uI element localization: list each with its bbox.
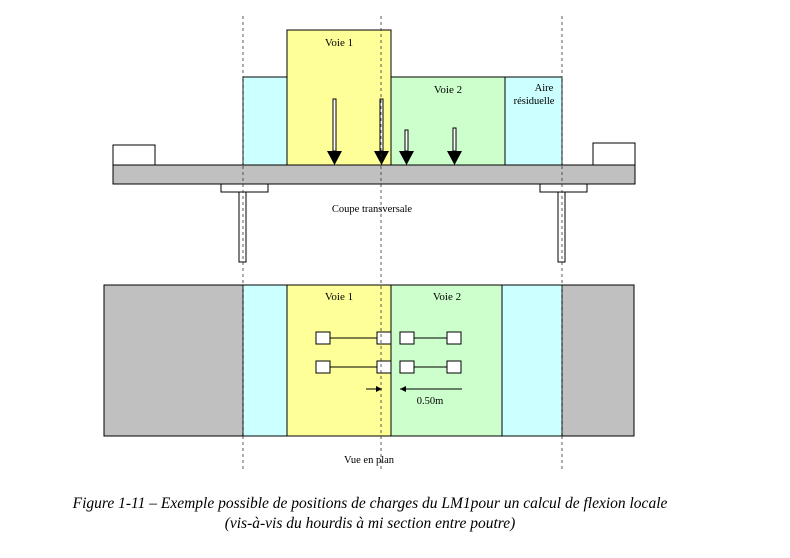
plan-lane-1 [286,284,392,437]
residual-area-label-line2: résiduelle [514,96,555,107]
load-arrow-3 [399,129,414,165]
figure-caption-line2: (vis-à-vis du hourdis à mi section entre… [224,515,516,532]
deck-slab [112,164,636,185]
plan-deck-left [103,284,244,437]
left-curb [112,144,156,166]
plan-view: Voie 1 Voie 2 0.50m Vue en p [103,284,635,466]
reference-lines [242,16,563,472]
wheel-footprint [399,331,415,345]
right-column [557,191,566,263]
section-lane-2-label: Voie 2 [434,84,462,96]
plan-deck-right [561,284,635,437]
wheel-footprint [376,331,392,345]
wheel-footprint [446,331,462,345]
plan-lane-2-label: Voie 2 [433,291,461,303]
cross-section-title: Coupe transversale [332,204,413,215]
section-lane-1-label: Voie 1 [325,37,353,49]
plan-residual-right [501,284,563,437]
section-lane-2 [390,76,506,166]
section-lane-1 [286,29,392,166]
dimension-0-50m [366,386,462,392]
section-residual-right [504,76,563,166]
lane-1-tandem [315,331,392,374]
section-residual-left [242,76,288,166]
right-curb [592,142,636,166]
wheel-footprint [315,360,331,374]
wheel-footprint [315,331,331,345]
right-bearing-plate [539,183,588,193]
load-arrow-1 [327,98,342,165]
dimension-label: 0.50m [417,396,444,407]
lane-2-tandem [399,331,462,374]
plan-residual-left [242,284,288,437]
load-arrow-4 [447,127,462,165]
wheel-footprint [399,360,415,374]
figure-caption-line1: Figure 1-11 – Exemple possible de positi… [72,495,668,512]
left-bearing-plate [220,183,269,193]
wheel-footprint [446,360,462,374]
load-arrow-2 [374,98,389,165]
plan-lane-1-label: Voie 1 [325,291,353,303]
wheel-footprint [376,360,392,374]
plan-view-title: Vue en plan [344,455,395,466]
residual-area-label-line1: Aire [535,83,554,94]
left-column [238,191,247,263]
cross-section: Voie 1 Voie 2 Aire résiduelle [112,29,636,263]
